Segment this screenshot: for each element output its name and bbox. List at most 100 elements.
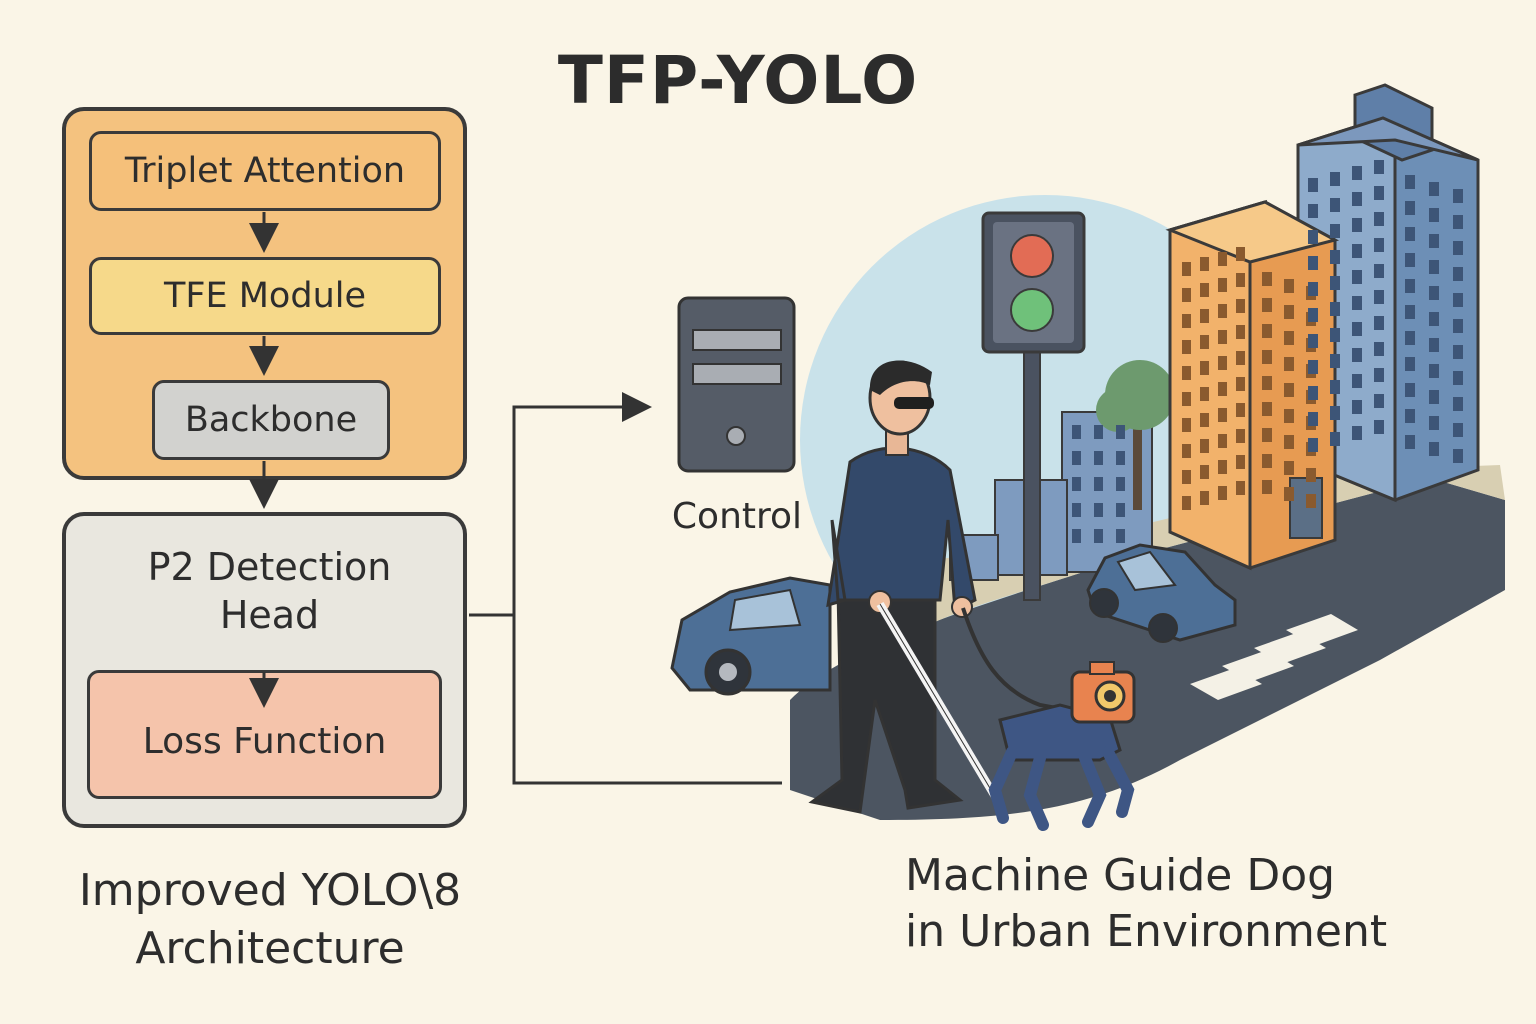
window [1453, 449, 1463, 463]
window [1116, 451, 1125, 465]
window [1429, 442, 1439, 456]
window [1429, 338, 1439, 352]
window [1374, 290, 1384, 304]
window [1308, 178, 1318, 192]
window [1182, 444, 1191, 458]
window [1429, 390, 1439, 404]
window [1374, 342, 1384, 356]
window [1330, 198, 1340, 212]
window [1405, 279, 1415, 293]
connector-to-control [469, 407, 646, 615]
window [1405, 409, 1415, 423]
window [1218, 252, 1227, 266]
window [1200, 257, 1209, 271]
window [1453, 319, 1463, 333]
window [1236, 247, 1245, 261]
window [1200, 309, 1209, 323]
sunglasses [894, 397, 934, 409]
window [1262, 350, 1272, 364]
window [1308, 412, 1318, 426]
window [1116, 529, 1125, 543]
window [1182, 262, 1191, 276]
window [1405, 305, 1415, 319]
window [1284, 487, 1294, 501]
window [1453, 241, 1463, 255]
window [1182, 496, 1191, 510]
window [1429, 234, 1439, 248]
window [1405, 201, 1415, 215]
window [1236, 325, 1245, 339]
window [1200, 413, 1209, 427]
window [1218, 408, 1227, 422]
window [1429, 182, 1439, 196]
window [1405, 331, 1415, 345]
window [1218, 278, 1227, 292]
window [1284, 409, 1294, 423]
window [1116, 503, 1125, 517]
window [1284, 383, 1294, 397]
window [1374, 212, 1384, 226]
window [1236, 481, 1245, 495]
window [1200, 465, 1209, 479]
window [1200, 387, 1209, 401]
window [1330, 224, 1340, 238]
window [1352, 374, 1362, 388]
window [1218, 304, 1227, 318]
window [1262, 454, 1272, 468]
window [1374, 186, 1384, 200]
window [1330, 432, 1340, 446]
window [1236, 403, 1245, 417]
window [1262, 402, 1272, 416]
window [1352, 244, 1362, 258]
window [1374, 160, 1384, 174]
window [1374, 316, 1384, 330]
window [1200, 283, 1209, 297]
window [1182, 314, 1191, 328]
window [1182, 288, 1191, 302]
window [1236, 455, 1245, 469]
window [1352, 426, 1362, 440]
window [1284, 461, 1294, 475]
window [1116, 477, 1125, 491]
control-server-icon [679, 298, 794, 471]
red-light [1011, 235, 1053, 277]
window [1308, 360, 1318, 374]
window [1094, 477, 1103, 491]
window [1072, 529, 1081, 543]
window [1405, 435, 1415, 449]
car-left [672, 578, 830, 694]
window [1352, 322, 1362, 336]
window [1306, 494, 1316, 508]
window [1429, 208, 1439, 222]
window [1374, 394, 1384, 408]
window [1218, 330, 1227, 344]
window [1072, 425, 1081, 439]
window [1094, 529, 1103, 543]
window [1182, 366, 1191, 380]
window [1072, 451, 1081, 465]
green-light [1011, 289, 1053, 331]
window [1308, 334, 1318, 348]
window [1284, 305, 1294, 319]
window [1236, 299, 1245, 313]
window [1405, 383, 1415, 397]
window [1284, 279, 1294, 293]
window [1236, 377, 1245, 391]
window [1236, 429, 1245, 443]
window [1330, 354, 1340, 368]
window [1429, 260, 1439, 274]
window [1453, 189, 1463, 203]
window [1429, 364, 1439, 378]
window [1200, 335, 1209, 349]
window [1116, 425, 1125, 439]
window [1429, 416, 1439, 430]
window [1330, 328, 1340, 342]
window [1352, 192, 1362, 206]
window [1218, 486, 1227, 500]
window [1308, 308, 1318, 322]
window [1330, 250, 1340, 264]
window [1284, 357, 1294, 371]
window [1453, 423, 1463, 437]
window [1072, 503, 1081, 517]
window [1200, 361, 1209, 375]
